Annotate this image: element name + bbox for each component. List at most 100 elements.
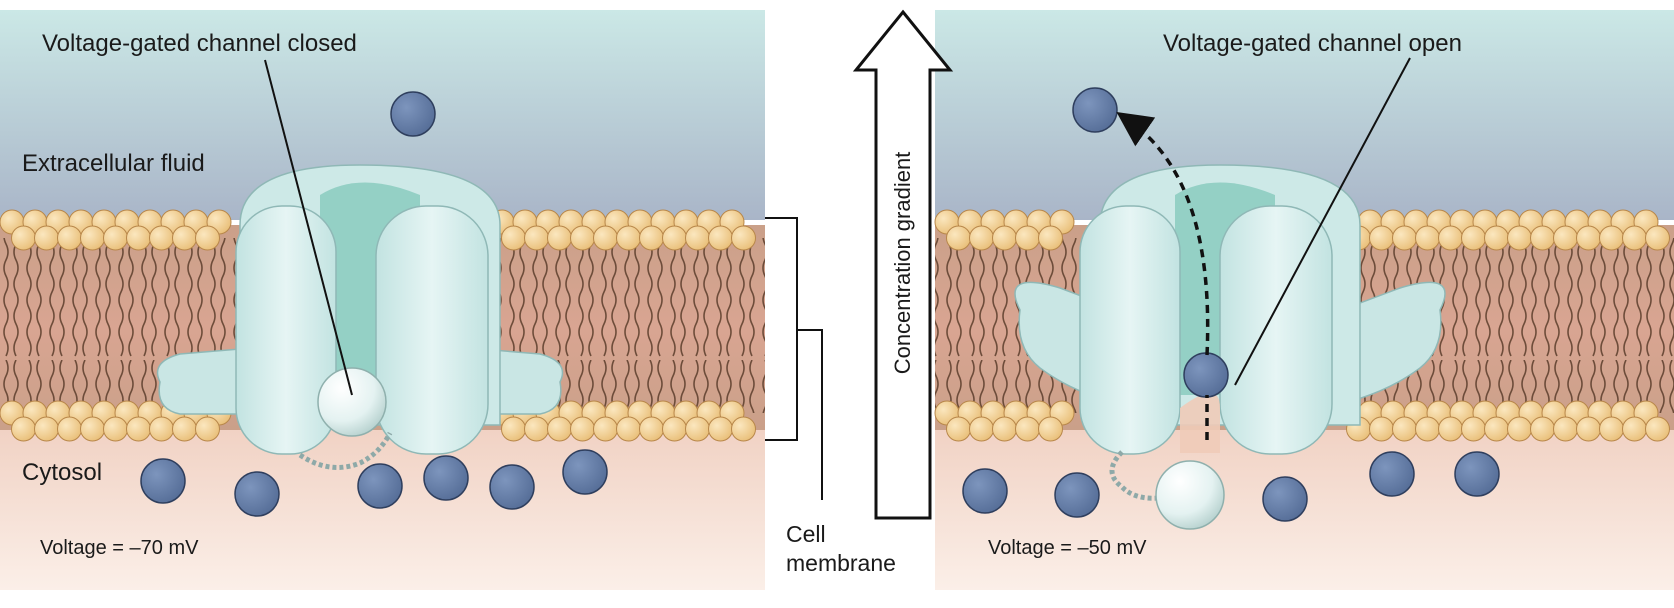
ion [1054,472,1100,518]
ion [1454,451,1500,497]
phospholipid-head [195,416,220,442]
phospholipid-head [34,225,59,251]
phospholipid-head [969,416,994,442]
phospholipid-head [662,416,687,442]
phospholipid-head [969,225,994,251]
phospholipid-head [1645,416,1670,442]
phospholipid-head [524,416,549,442]
phospholipid-head [1622,225,1647,251]
leader-line-closed [264,59,353,396]
phospholipid-head [1507,225,1532,251]
phospholipid-head [708,225,733,251]
inactivation-gate-ball [1155,460,1225,530]
phospholipid-head [1392,225,1417,251]
phospholipid-head [1415,416,1440,442]
phospholipid-head [57,225,82,251]
phospholipid-head [1530,416,1555,442]
phospholipid-head [662,225,687,251]
phospholipid-head [1438,416,1463,442]
phospholipid-head [1038,225,1063,251]
phospholipid-head [1553,225,1578,251]
phospholipid-head [639,225,664,251]
phospholipid-head [1415,225,1440,251]
phospholipid-head [1461,225,1486,251]
phospholipid-head [1484,225,1509,251]
closed-channel-protein [156,164,564,470]
phospholipid-head [1576,416,1601,442]
phospholipid-head [1038,416,1063,442]
phospholipid-head [1622,416,1647,442]
cytosol-label: Cytosol [22,459,103,486]
phospholipid-head [1392,416,1417,442]
phospholipid-head [639,416,664,442]
phospholipid-head [1599,416,1624,442]
phospholipid-head [126,416,151,442]
phospholipid-head [1530,225,1555,251]
phospholipid-head [172,416,197,442]
phospholipid-head [708,416,733,442]
phospholipid-head [685,225,710,251]
phospholipid-head [34,416,59,442]
phospholipid-head [731,225,756,251]
open-channel-protein [1014,164,1446,530]
phospholipid-head [1484,416,1509,442]
phospholipid-head [1645,225,1670,251]
phospholipid-head [946,416,971,442]
phospholipid-head [593,416,618,442]
cell-membrane-bracket [765,217,823,500]
left-voltage-label: Voltage = –70 mV [40,537,199,559]
cell-membrane-label-line1: Cell [786,521,826,547]
phospholipid-head [616,225,641,251]
phospholipid-head [731,416,756,442]
ion [962,468,1008,514]
phospholipid-head [1369,225,1394,251]
cell-membrane-label-line2: membrane [786,550,896,576]
ion [1072,87,1118,133]
phospholipid-head [195,225,220,251]
phospholipid-head [501,416,526,442]
phospholipid-head [1015,416,1040,442]
phospholipid-head [593,225,618,251]
phospholipid-head [501,225,526,251]
phospholipid-head [570,416,595,442]
phospholipid-head [570,225,595,251]
ion [357,463,403,509]
ion [140,458,186,504]
phospholipid-head [524,225,549,251]
phospholipid-head [1461,416,1486,442]
phospholipid-head [57,416,82,442]
ion [1183,352,1229,398]
phospholipid-head [11,416,36,442]
phospholipid-head [149,225,174,251]
ion [1262,476,1308,522]
closed-channel-title: Voltage-gated channel closed [42,30,357,57]
phospholipid-head [946,225,971,251]
ion [234,471,280,517]
extracellular-label: Extracellular fluid [22,150,205,177]
phospholipid-head [1015,225,1040,251]
ion [562,449,608,495]
phospholipid-head [1369,416,1394,442]
phospholipid-head [547,225,572,251]
ions [140,87,1500,522]
phospholipid-head [1553,416,1578,442]
phospholipid-head [1599,225,1624,251]
phospholipid-heads [0,209,1670,442]
phospholipid-head [1507,416,1532,442]
ion-pathway-arrow [1128,120,1210,440]
ion [423,455,469,501]
phospholipid-head [11,225,36,251]
phospholipid-head [103,225,128,251]
phospholipid-head [1438,225,1463,251]
inactivation-gate-ball [317,367,387,437]
concentration-gradient-arrow [852,9,954,520]
phospholipid-head [685,416,710,442]
concentration-gradient-label: Concentration gradient [890,151,915,375]
phospholipid-head [126,225,151,251]
ion [1369,451,1415,497]
phospholipid-head [172,225,197,251]
phospholipid-head [80,225,105,251]
phospholipid-head [103,416,128,442]
phospholipid-head [992,225,1017,251]
